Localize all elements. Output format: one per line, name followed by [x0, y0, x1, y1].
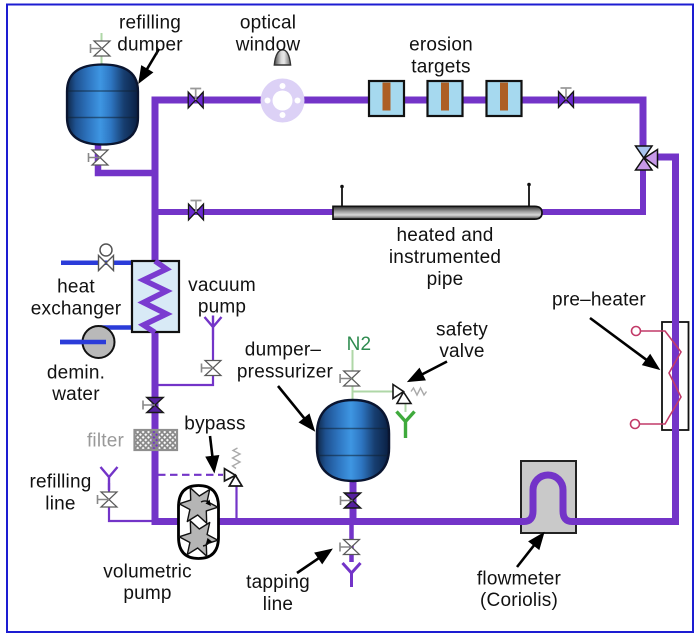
svg-text:pressurizer: pressurizer [237, 362, 334, 383]
svg-text:targets: targets [411, 57, 471, 78]
svg-text:optical: optical [240, 13, 296, 34]
svg-text:pre–heater: pre–heater [552, 290, 646, 311]
svg-text:refilling: refilling [30, 472, 92, 493]
svg-text:pump: pump [123, 583, 171, 604]
svg-text:valve: valve [439, 341, 484, 362]
svg-text:line: line [45, 494, 75, 515]
svg-text:pipe: pipe [427, 269, 464, 290]
svg-text:safety: safety [436, 320, 488, 341]
svg-text:tapping: tapping [246, 572, 310, 593]
svg-text:pump: pump [198, 297, 246, 318]
svg-text:demin.: demin. [47, 363, 105, 384]
svg-text:flowmeter: flowmeter [477, 569, 562, 590]
svg-text:volumetric: volumetric [103, 562, 192, 583]
svg-text:N2: N2 [347, 334, 372, 355]
svg-text:window: window [235, 35, 301, 56]
svg-text:refilling: refilling [119, 13, 181, 34]
svg-text:vacuum: vacuum [188, 275, 256, 296]
svg-text:water: water [51, 384, 100, 405]
svg-text:instrumented: instrumented [389, 247, 501, 268]
svg-text:filter: filter [87, 431, 125, 452]
svg-text:exchanger: exchanger [31, 299, 122, 320]
svg-text:heated and: heated and [396, 225, 493, 246]
svg-text:bypass: bypass [184, 414, 245, 435]
svg-text:line: line [263, 594, 293, 615]
svg-text:dumper–: dumper– [245, 340, 322, 361]
svg-text:heat: heat [57, 277, 95, 298]
svg-text:dumper: dumper [117, 35, 183, 56]
svg-text:erosion: erosion [409, 35, 473, 56]
svg-text:(Coriolis): (Coriolis) [480, 590, 558, 611]
